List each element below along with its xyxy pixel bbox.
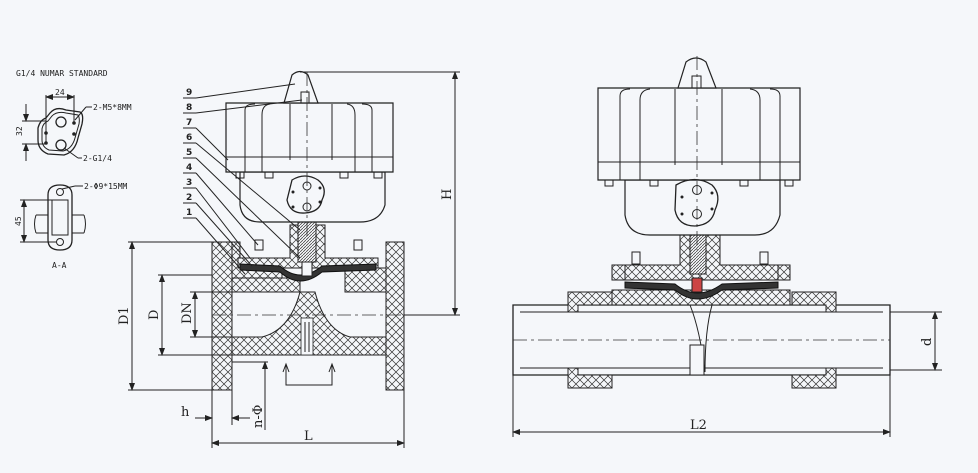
- diaphragm-right: [624, 281, 779, 300]
- position-indicator-handle-right: [677, 57, 717, 89]
- actuator-cover: [225, 102, 394, 173]
- slot-plate-outline: [47, 184, 73, 251]
- port-hole-icon: [55, 116, 67, 128]
- diaphragm: [239, 263, 377, 282]
- part-number-6: 6: [186, 133, 192, 143]
- part-number-5: 5: [186, 148, 192, 158]
- dim-32: 32: [15, 126, 24, 136]
- detail-mounting-pattern: G1/4 NUMAR STANDARD 24 32 2-M5*8MM 2-G1/…: [14, 69, 132, 270]
- air-port-plate: [286, 175, 325, 214]
- part-number-8: 8: [186, 103, 192, 113]
- dim-24: 24: [55, 88, 65, 97]
- actuator-lower-housing: [239, 171, 386, 223]
- air-port-plate-right: [674, 178, 719, 227]
- flanged-valve-section: 9 8 7 6 5 4 3 2 1 H D1 D DN h n-Φ: [117, 70, 460, 448]
- note-holes: 2-M5*8MM: [93, 103, 132, 112]
- actuator-lower-housing-right: [624, 179, 781, 236]
- dim-L2: L2: [690, 418, 707, 433]
- dim-45: 45: [14, 216, 23, 226]
- part-number-2: 2: [186, 193, 192, 203]
- actuator-cover-right: [597, 87, 801, 181]
- detail-title: G1/4 NUMAR STANDARD: [16, 69, 108, 78]
- right-flange: [385, 241, 405, 391]
- part-number-callouts: 9 8 7 6 5 4 3 2 1: [183, 83, 303, 275]
- dim-DN: DN: [180, 302, 195, 324]
- part-number-3: 3: [186, 178, 192, 188]
- part-number-7: 7: [186, 118, 192, 128]
- dim-D: D: [147, 310, 162, 320]
- slot-hole-icon: [56, 188, 64, 196]
- note-ports: 2-G1/4: [83, 154, 112, 163]
- dim-H: H: [440, 189, 455, 200]
- mounting-plate-outline: [37, 107, 84, 156]
- section-label: A-A: [52, 261, 67, 270]
- dim-d: d: [920, 338, 935, 346]
- part-number-9: 9: [186, 88, 192, 98]
- part-number-1: 1: [186, 208, 192, 218]
- part-number-4: 4: [186, 163, 192, 173]
- dim-n-phi: n-Φ: [251, 405, 266, 428]
- slot-hole-icon: [56, 238, 64, 246]
- left-flange: [211, 241, 233, 391]
- dim-L: L: [304, 429, 313, 444]
- dim-h: h: [181, 405, 190, 420]
- port-hole-icon: [55, 139, 67, 151]
- note-slots: 2-Φ9*15MM: [84, 182, 128, 191]
- socket-valve-section: L2 d: [512, 56, 942, 437]
- dim-D1: D1: [117, 306, 132, 325]
